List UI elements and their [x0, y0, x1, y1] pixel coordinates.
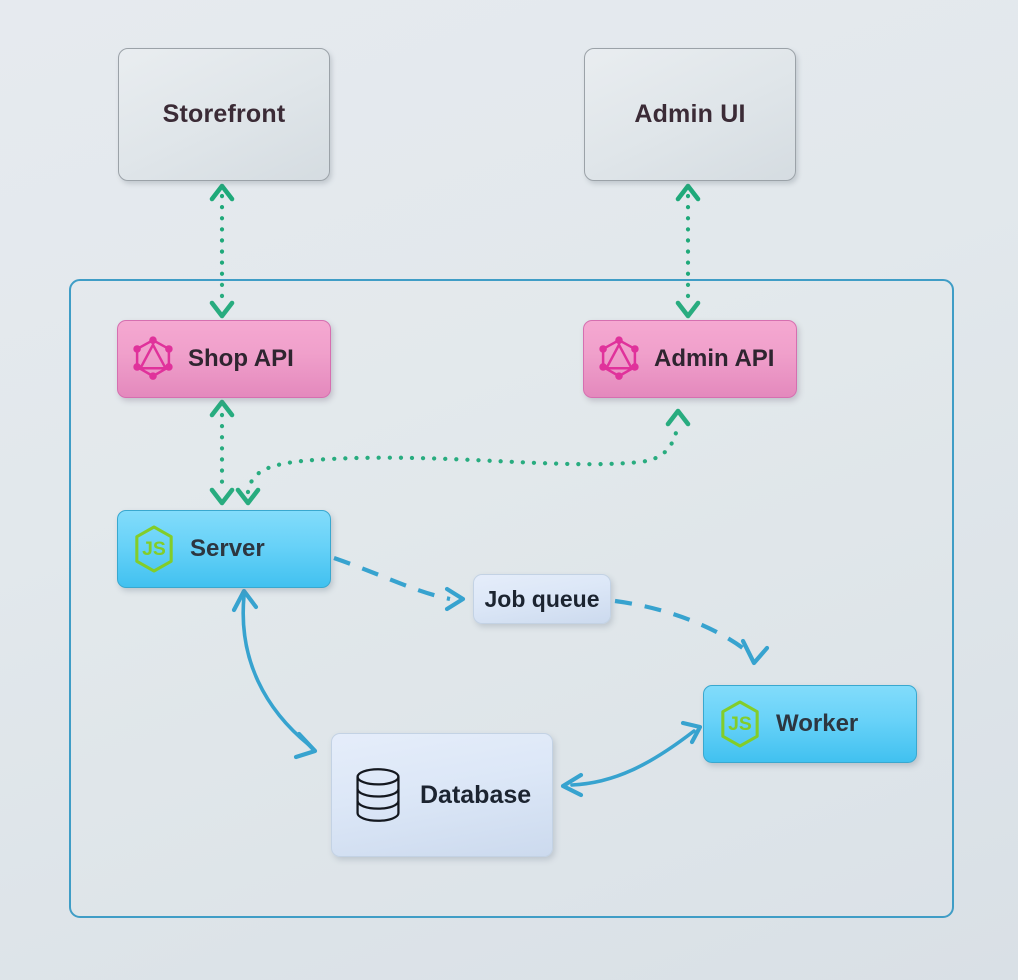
graphql-icon — [599, 336, 639, 380]
nodejs-icon: JS — [721, 700, 759, 748]
node-database-label: Database — [420, 780, 532, 809]
node-job-queue[interactable]: Job queue — [473, 574, 611, 624]
svg-text:JS: JS — [728, 713, 752, 735]
node-job-queue-label: Job queue — [484, 585, 600, 612]
node-storefront-label: Storefront — [162, 100, 286, 128]
graphql-icon — [133, 336, 173, 380]
database-cylinder-icon — [356, 768, 400, 822]
node-shop-api-label: Shop API — [188, 345, 294, 372]
node-admin-ui-label: Admin UI — [634, 100, 746, 128]
node-server[interactable]: JS Server — [117, 510, 331, 588]
node-admin-api[interactable]: Admin API — [583, 320, 797, 398]
svg-text:JS: JS — [142, 538, 166, 560]
node-admin-ui[interactable]: Admin UI — [584, 48, 796, 181]
node-shop-api[interactable]: Shop API — [117, 320, 331, 398]
node-storefront[interactable]: Storefront — [118, 48, 330, 181]
nodejs-icon: JS — [135, 525, 173, 573]
node-admin-api-label: Admin API — [654, 345, 775, 372]
node-server-label: Server — [190, 535, 265, 562]
node-worker[interactable]: JS Worker — [703, 685, 917, 763]
node-worker-label: Worker — [776, 710, 859, 737]
node-database[interactable]: Database — [331, 733, 553, 857]
